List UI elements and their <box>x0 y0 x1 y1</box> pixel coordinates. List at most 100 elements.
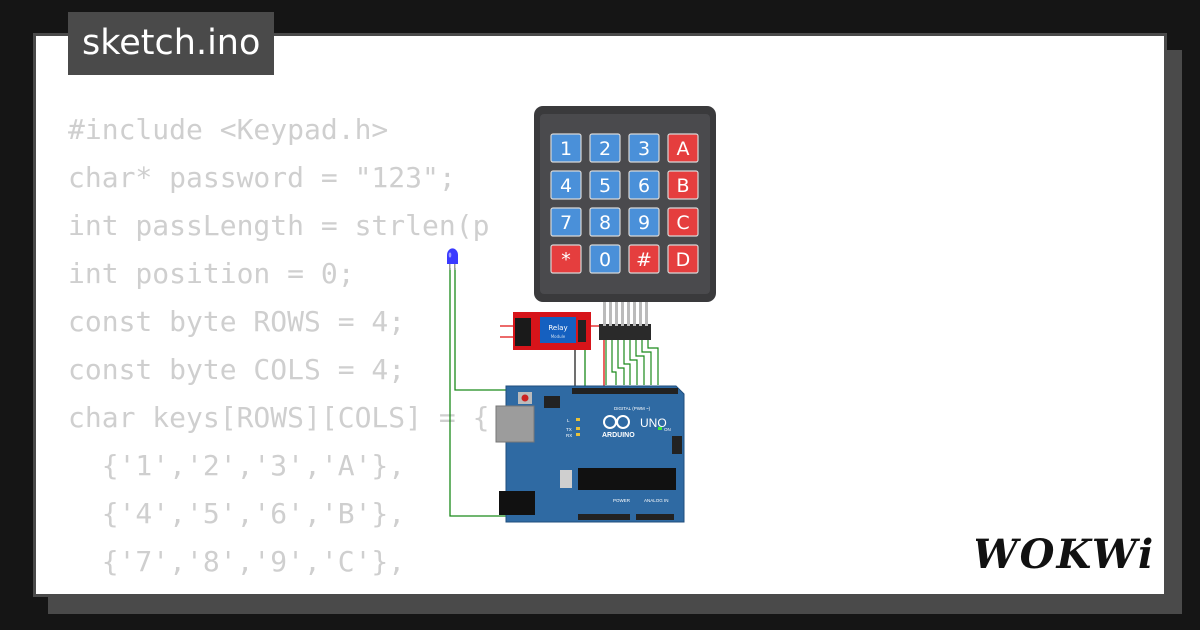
code-line: char* password = "123"; <box>68 161 456 194</box>
key-cap <box>628 244 660 274</box>
wire-keypad-2 <box>611 340 617 385</box>
relay-sublabel: Module <box>551 334 566 339</box>
keypad-key-3[interactable]: 3 <box>628 133 660 163</box>
code-line: #include <Keypad.h> <box>68 113 389 146</box>
digital-label: DIGITAL (PWM ~) <box>614 406 651 411</box>
code-preview: #include <Keypad.h> char* password = "12… <box>68 106 490 594</box>
key-cap <box>550 133 582 163</box>
wire-keypad-6 <box>635 340 645 385</box>
l-led <box>576 418 580 421</box>
keypad-key-#[interactable]: # <box>628 244 660 274</box>
key-label: 1 <box>560 138 572 160</box>
led-leg-cathode <box>449 262 451 270</box>
analog-header <box>636 514 674 520</box>
key-cap <box>550 207 582 237</box>
code-line: int position = 0; <box>68 257 355 290</box>
key-cap <box>628 133 660 163</box>
wire-keypad-8 <box>647 340 659 385</box>
project-title: sketch.ino <box>68 12 275 75</box>
code-line: {'4','5','6','B'}, <box>68 497 406 530</box>
led-body <box>447 248 458 264</box>
atmega-chip <box>578 468 676 490</box>
led-leg-anode <box>454 262 456 270</box>
on-led <box>658 427 662 430</box>
keypad-key-*[interactable]: * <box>550 244 582 274</box>
keypad-key-9[interactable]: 9 <box>628 207 660 237</box>
crystal <box>560 470 572 488</box>
rx-label: RX <box>566 433 572 438</box>
relay-module[interactable]: Relay Module <box>513 312 591 350</box>
relay-label: Relay <box>548 324 567 332</box>
key-label: * <box>561 249 571 271</box>
keypad-key-0[interactable]: 0 <box>589 244 621 274</box>
reset-button-cap <box>521 394 529 402</box>
arduino-uno[interactable]: UNO ARDUINO DIGITAL (PWM ~) POWER ANALOG… <box>495 385 685 523</box>
digital-header <box>572 388 678 394</box>
code-line: {'1','2','3','A'}, <box>68 449 406 482</box>
code-line: {'7','8','9','C'}, <box>68 545 406 578</box>
wokwi-logo[interactable]: WOKWi <box>976 528 1152 578</box>
arduino-model: UNO <box>640 416 667 430</box>
keypad-pin-header <box>599 324 651 340</box>
key-cap <box>589 244 621 274</box>
tx-led <box>576 427 580 430</box>
wire-led-anode <box>454 268 515 391</box>
key-label: A <box>677 138 690 160</box>
wire-keypad-4 <box>623 340 631 385</box>
on-label: ON <box>664 427 671 432</box>
keypad-key-C[interactable]: C <box>667 207 699 237</box>
keypad-key-B[interactable]: B <box>667 170 699 200</box>
power-jack <box>499 491 535 515</box>
key-label: 8 <box>599 212 611 234</box>
code-line: const byte COLS = 4; <box>68 353 406 386</box>
l-label: L <box>567 418 570 423</box>
keypad-key-1[interactable]: 1 <box>550 133 582 163</box>
keypad-pins <box>603 302 648 326</box>
key-cap <box>628 207 660 237</box>
key-cap <box>667 207 699 237</box>
key-label: 4 <box>560 175 572 197</box>
arduino-logo-right <box>616 415 630 429</box>
code-line: char keys[ROWS][COLS] = { <box>68 401 490 434</box>
rx-led <box>576 433 580 436</box>
key-cap <box>589 207 621 237</box>
key-label: 6 <box>638 175 650 197</box>
key-label: C <box>676 212 689 234</box>
relay-terminal <box>515 318 531 346</box>
key-cap <box>550 170 582 200</box>
code-line: const byte ROWS = 4; <box>68 305 406 338</box>
key-cap <box>589 170 621 200</box>
icsp-header <box>544 396 560 408</box>
key-label: D <box>676 249 691 271</box>
key-cap <box>667 133 699 163</box>
keypad-key-2[interactable]: 2 <box>589 133 621 163</box>
key-cap <box>550 244 582 274</box>
keypad-key-D[interactable]: D <box>667 244 699 274</box>
key-label: 9 <box>638 212 650 234</box>
keypad-key-6[interactable]: 6 <box>628 170 660 200</box>
key-label: 7 <box>560 212 572 234</box>
relay-pins <box>578 320 586 342</box>
key-label: B <box>676 175 689 197</box>
relay-cube <box>540 317 576 343</box>
tx-label: TX <box>566 427 572 432</box>
wokwi-logo-text: WOKWi <box>976 531 1152 578</box>
power-label: POWER <box>613 498 631 503</box>
led[interactable] <box>447 248 458 270</box>
led-highlight <box>448 252 452 258</box>
key-label: 3 <box>638 138 650 160</box>
key-cap <box>589 133 621 163</box>
arduino-brand: ARDUINO <box>602 432 635 439</box>
wire-keypad-5 <box>629 340 638 385</box>
keypad-key-4[interactable]: 4 <box>550 170 582 200</box>
keypad-key-7[interactable]: 7 <box>550 207 582 237</box>
keypad-key-A[interactable]: A <box>667 133 699 163</box>
keypad-key-5[interactable]: 5 <box>589 170 621 200</box>
key-cap <box>628 170 660 200</box>
key-label: 5 <box>599 175 611 197</box>
keypad-key-8[interactable]: 8 <box>589 207 621 237</box>
key-label: 0 <box>599 249 611 271</box>
